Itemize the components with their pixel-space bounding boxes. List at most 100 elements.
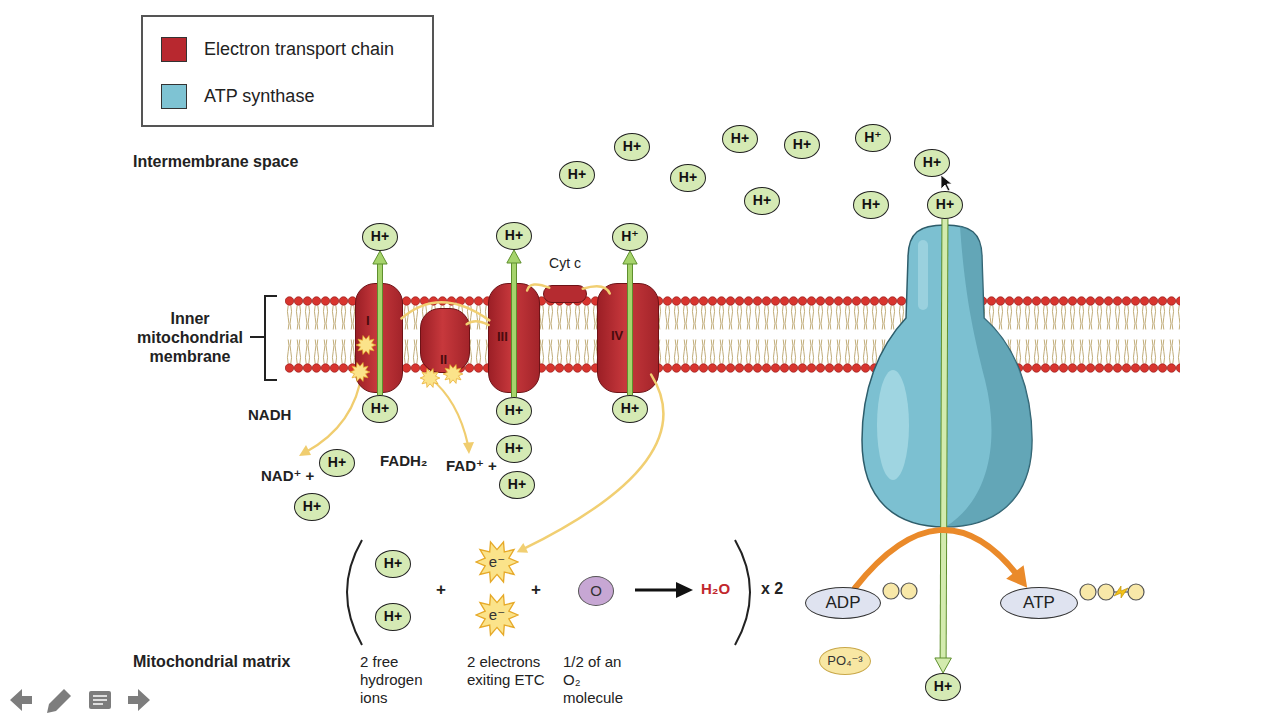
ion-text: H⁺ [864,130,882,145]
region-label: Intermembrane space [133,153,298,171]
nucleotide: ADP [805,587,881,619]
electron-star [476,595,518,635]
electron: e⁻ [475,593,519,637]
molecule-text: ATP [1023,594,1055,613]
ion-text: H+ [753,193,771,208]
bracket [265,296,277,380]
connector [623,251,637,395]
phosphate-group [883,583,899,599]
connector-line [523,375,663,550]
hydrogen-ion: H+ [496,397,532,425]
cytochrome-c: Cyt c [543,285,587,303]
energy-bolt [1114,586,1128,598]
ion-text: H+ [508,477,526,492]
phosphate-bond [1114,591,1128,592]
ion-text: H+ [384,556,402,571]
protein-complex: II [420,308,470,373]
phosphate-group [1128,584,1144,600]
atp-synthase-highlight [918,240,928,310]
arrow-head [299,445,311,456]
phosphate-group [1098,584,1114,600]
bracket [250,336,265,338]
ion-text: H+ [731,131,749,146]
hydrogen-ion: H+ [362,223,398,251]
connector-outline [511,259,517,397]
nav-icon [93,695,107,697]
molecule-text: ADP [826,594,861,613]
oxygen-atom: O [578,576,614,606]
hydrogen-ion: H+ [375,550,411,578]
phosphate-group [1080,584,1096,600]
electron-path [430,378,468,445]
hydrogen-ion: H+ [614,133,650,161]
annotation: 2 electrons exiting ETC [467,653,557,689]
annotation: 2 free hydrogen ions [360,653,440,707]
complex-label: Cyt c [549,256,581,271]
reaction-arrow [635,589,678,592]
ion-text: H+ [371,401,389,416]
connector-line [378,260,382,395]
reaction-arrow [676,582,693,598]
nav-icon [93,699,107,701]
hydrogen-ion: H+ [496,435,532,463]
complex-number: IV [611,329,623,343]
connector-outline [943,219,945,663]
connector [517,375,664,553]
ion-text: H+ [328,455,346,470]
complex-number: I [366,314,370,328]
ion-text: H+ [384,609,402,624]
atp-synthase-shade [945,226,1032,527]
molecule-text: PO₄⁻³ [827,654,862,668]
electron-star [476,542,518,582]
legend-swatch [161,84,187,109]
complex-number: II [440,353,447,367]
connector-line [527,284,549,290]
ion-text: H⁺ [621,229,639,244]
plus-sign: + [531,580,541,600]
multiplier: x 2 [761,580,783,598]
hydrogen-ion: H+ [722,125,758,153]
arrow-head [935,658,951,673]
region-label: Inner mitochondrial membrane [128,309,252,366]
ion-text: H+ [679,170,697,185]
ion-text: H+ [505,441,523,456]
atp-synthase-highlight [877,370,909,480]
hydrogen-ion: H+ [362,395,398,423]
hydrogen-ion: H+ [559,161,595,189]
protein-complex: I [355,283,403,393]
complex-number: III [497,330,508,344]
molecule-label: FAD⁺ + [446,457,497,475]
nav-icon [47,689,71,713]
connector-line [401,302,489,320]
hydrogen-ion: H+ [853,191,889,219]
legend-text: Electron transport chain [204,39,394,60]
protein-complex: IV [597,283,659,393]
ion-text: H+ [936,197,954,212]
electron: e⁻ [475,540,519,584]
hydrogen-ion: H+ [375,603,411,631]
connector [507,250,521,397]
connector [583,286,610,293]
connector-line [855,530,1019,588]
ion-text: H+ [505,228,523,243]
atom-text: O [590,583,602,600]
ion-text: H+ [923,155,941,170]
ion-text: H+ [303,499,321,514]
parenthesis [347,540,362,645]
connector [373,251,387,395]
connector-outline [627,260,633,395]
connector-line [943,219,945,663]
region-label: Mitochondrial matrix [133,653,290,671]
arrow-head [623,251,637,264]
hydrogen-ion: H+ [670,164,706,192]
connector [467,321,489,325]
nav-icon [10,689,32,711]
connector-line [512,259,516,397]
electron-path [306,372,362,452]
arrow-head [507,250,521,263]
hydrogen-ion: H+ [612,395,648,423]
electron-text: e⁻ [489,554,505,571]
ion-text: H+ [623,139,641,154]
hydrogen-ion: H+ [499,471,535,499]
